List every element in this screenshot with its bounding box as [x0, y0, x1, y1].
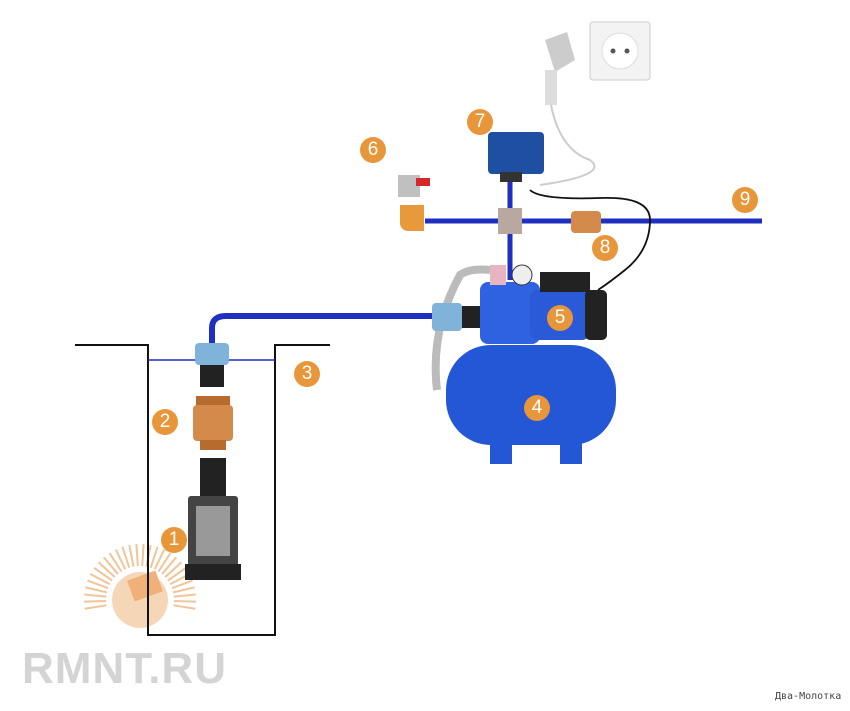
pump-station [431, 264, 616, 464]
label-9-outlet: 9 [732, 187, 758, 213]
logo-ray [121, 546, 131, 569]
logo-ray [102, 556, 119, 575]
logo-ray [173, 593, 196, 598]
label-1-filter: 1 [161, 527, 187, 553]
check-valve [193, 396, 233, 450]
logo-ray [84, 593, 107, 598]
outlet-check-valve [571, 211, 601, 233]
logo-ray [93, 567, 113, 582]
label-5-pump: 5 [547, 305, 573, 331]
logo-ray [149, 546, 159, 569]
power-cable [529, 189, 651, 291]
cross-fitting [498, 208, 522, 234]
logo-ray [97, 561, 116, 578]
suction-pipe [209, 313, 440, 350]
well-outline [75, 344, 330, 636]
logo-ray [153, 549, 166, 570]
pipe-fitting [195, 343, 229, 387]
suction-filter [185, 458, 241, 580]
logo-ray [173, 599, 197, 603]
logo-ray [157, 552, 172, 573]
logo-ray [167, 567, 187, 582]
logo-ray [135, 544, 139, 567]
label-3-well: 3 [294, 361, 320, 387]
label-8-check-valve: 8 [592, 235, 618, 261]
logo-ray [172, 586, 195, 594]
logo-ray [173, 604, 196, 610]
logo-ray [89, 573, 111, 586]
logo-ray [161, 556, 178, 575]
rmnt-logo-icon [83, 544, 197, 628]
watermark-secondary: Два-Молотка [775, 691, 842, 702]
power-socket-icon [589, 21, 651, 81]
ball-valve [398, 175, 430, 231]
logo-ray [141, 544, 145, 567]
logo-ray [128, 544, 135, 567]
watermark: RMNT.RU [22, 644, 227, 693]
logo-ray [87, 579, 109, 590]
logo-ray [114, 549, 127, 570]
logo-ray [84, 604, 107, 610]
logo-ray [83, 599, 107, 603]
logo-ray [164, 561, 183, 578]
logo-ray [171, 579, 193, 590]
logo-ray [108, 552, 123, 573]
pressure-switch [488, 132, 544, 182]
label-4-tank: 4 [524, 395, 550, 421]
power-plug-icon [539, 32, 596, 186]
logo-ray [85, 586, 108, 594]
label-2-check-valve: 2 [152, 409, 178, 435]
label-7-pressure-switch: 7 [467, 109, 493, 135]
label-6-valve: 6 [360, 137, 386, 163]
